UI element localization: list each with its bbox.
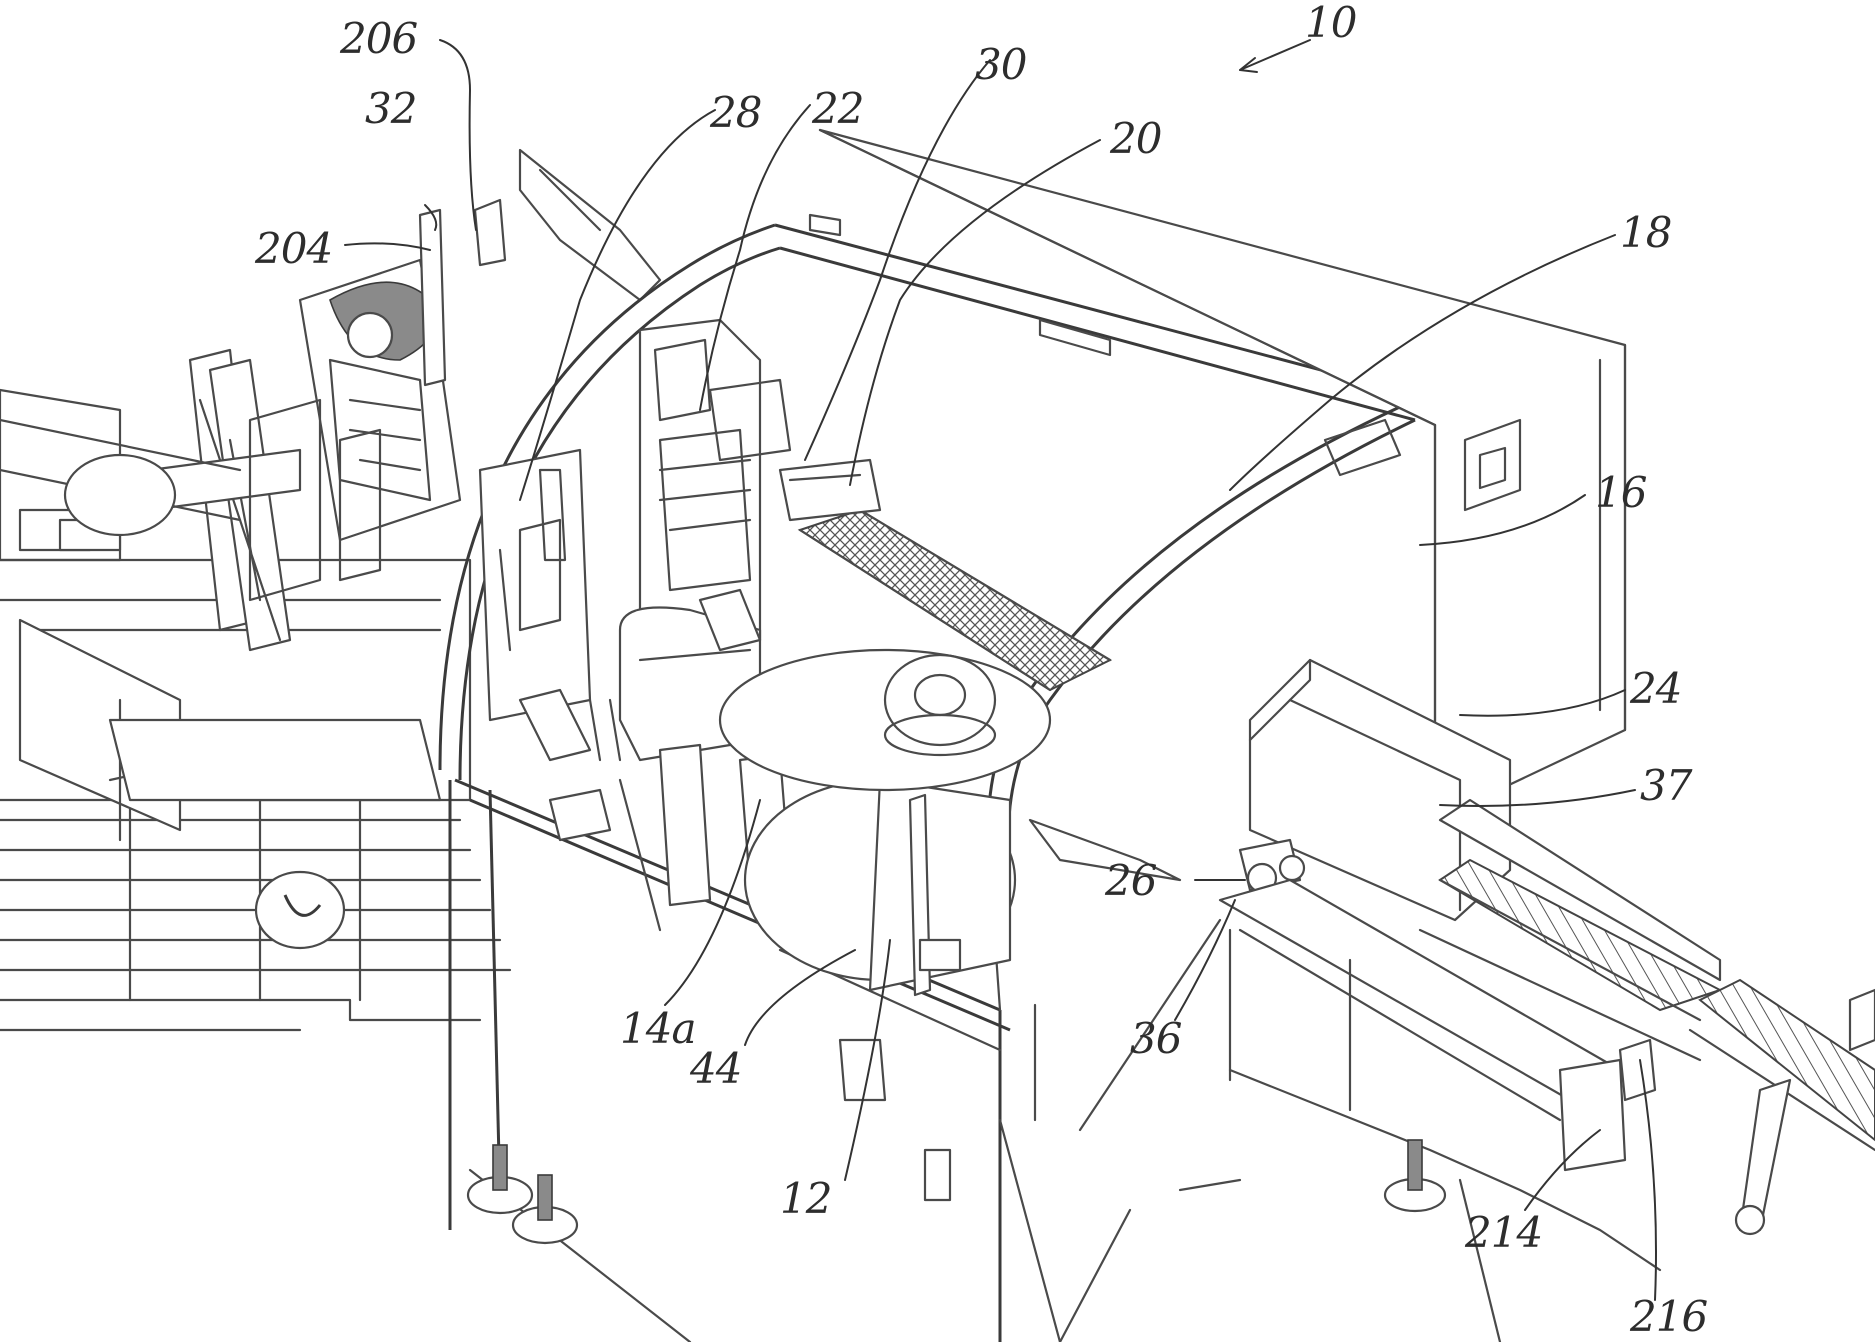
ref-label-14a: 14a bbox=[620, 1008, 695, 1050]
ref-label-37: 37 bbox=[1640, 765, 1691, 807]
interior-mechanism bbox=[480, 320, 1180, 1200]
ref-label-28: 28 bbox=[710, 92, 761, 134]
ref-label-44: 44 bbox=[690, 1048, 741, 1090]
ref-label-216: 216 bbox=[1630, 1296, 1707, 1338]
ref-label-22: 22 bbox=[812, 88, 863, 130]
ref-label-18: 18 bbox=[1620, 212, 1671, 254]
ref-label-24: 24 bbox=[1630, 668, 1681, 710]
ref-label-16: 16 bbox=[1595, 472, 1646, 514]
ref-label-20: 20 bbox=[1110, 118, 1161, 160]
ref-label-206: 206 bbox=[340, 18, 417, 60]
ref-label-26: 26 bbox=[1105, 860, 1156, 902]
machine-feet bbox=[468, 1140, 1445, 1243]
ref-label-12: 12 bbox=[780, 1178, 831, 1220]
ref-label-36: 36 bbox=[1130, 1018, 1181, 1060]
ref-label-214: 214 bbox=[1465, 1212, 1542, 1254]
ref-label-10: 10 bbox=[1305, 2, 1356, 44]
ref-label-30: 30 bbox=[975, 44, 1026, 86]
ref-label-32: 32 bbox=[365, 88, 416, 130]
ref-label-204: 204 bbox=[255, 228, 332, 270]
